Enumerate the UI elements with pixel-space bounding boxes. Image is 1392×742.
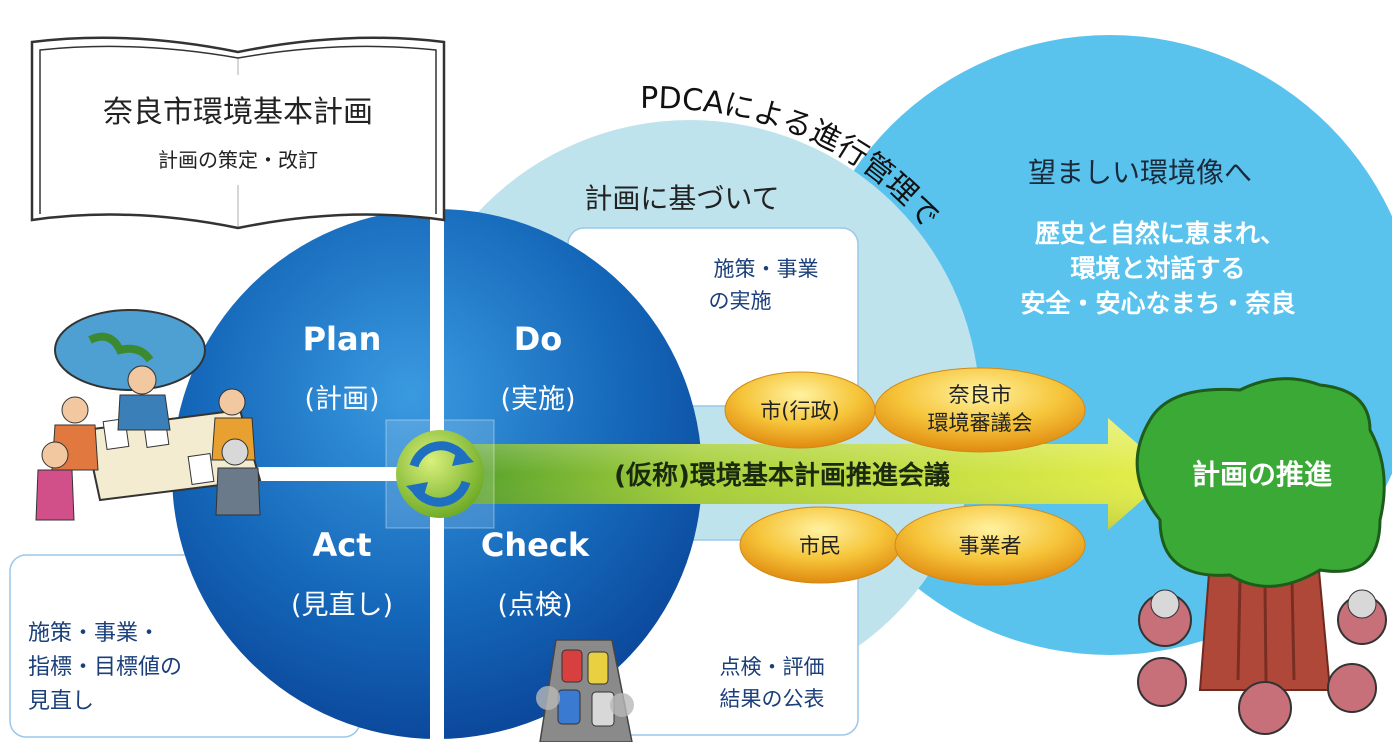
book-subtitle: 計画の策定・改訂 [158,148,318,172]
do-box-line-1: 施策・事業 [714,257,819,281]
business-oval [894,504,1086,586]
vision-line-3: 安全・安心なまち・奈良 [1020,289,1295,318]
meeting-people-icon [35,309,262,521]
refresh-cycle-icon [385,419,495,529]
vision-heading: 望ましい環境像へ [1028,156,1252,189]
do-box-line-2: の実施 [709,289,772,313]
check-box-line-2: 結果の公表 [720,687,825,711]
people-ring-icon [1137,589,1387,735]
do-label: Do [514,320,563,358]
business-oval-label: 事業者 [959,534,1022,558]
plan-label: Plan [303,320,382,358]
book-page-cover [58,75,418,185]
city-oval-label: 市(行政) [760,399,839,423]
council-oval-line-1: 奈良市 [949,383,1012,407]
based-on-label: 計画に基づいて [584,182,779,215]
plan-sub: (計画) [304,384,379,415]
act-box-line-2: 指標・目標値の [28,655,182,680]
tree-icon [1135,377,1386,691]
check-box-line-1: 点検・評価 [720,655,825,679]
check-sub: (点検) [497,590,572,621]
vision-line-2: 環境と対話する [1070,254,1245,283]
council-oval [874,367,1086,453]
arrow-label: (仮称)環境基本計画推進会議 [614,460,950,491]
tree-label: 計画の推進 [1192,458,1332,491]
traffic-cars-icon [536,639,634,742]
do-sub: (実施) [500,384,575,415]
act-sub: (見直し) [291,590,393,621]
check-label: Check [481,526,590,564]
council-oval-line-2: 環境審議会 [928,411,1033,435]
act-box-line-1: 施策・事業・ [28,621,160,646]
act-box-line-3: 見直し [28,689,94,714]
book-title: 奈良市環境基本計画 [103,95,373,130]
citizens-oval-label: 市民 [799,534,841,558]
act-label: Act [312,526,371,564]
vision-line-1: 歴史と自然に恵まれ、 [1035,219,1285,248]
